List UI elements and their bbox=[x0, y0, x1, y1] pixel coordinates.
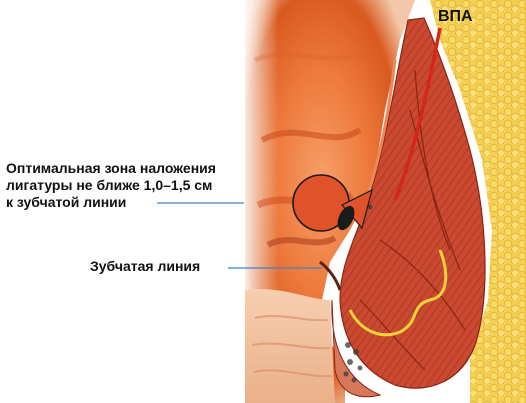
ligature-zone-label: Оптимальная зона наложения лигатуры не б… bbox=[6, 160, 256, 211]
vpa-label: ВПА bbox=[438, 8, 473, 25]
zone-label-line1: Оптимальная зона наложения bbox=[6, 160, 256, 177]
zone-label-line3: к зубчатой линии bbox=[6, 194, 256, 211]
zone-label-line2: лигатуры не ближе 1,0–1,5 см bbox=[6, 177, 256, 194]
anal-canal-skin bbox=[245, 289, 335, 403]
dentate-line-label: Зубчатая линия bbox=[90, 258, 200, 275]
